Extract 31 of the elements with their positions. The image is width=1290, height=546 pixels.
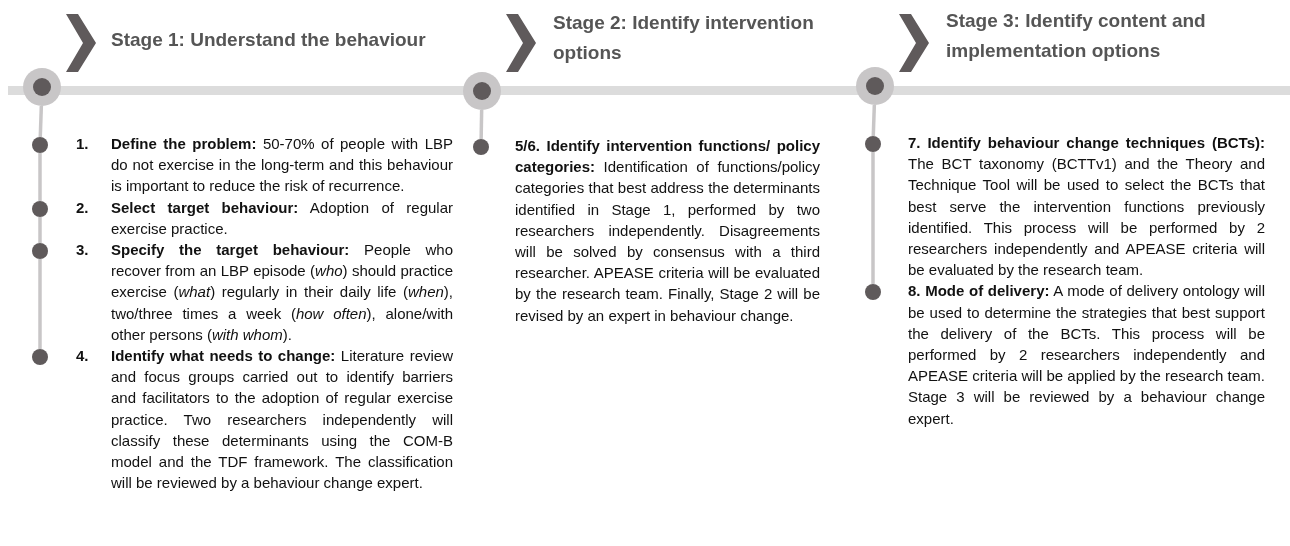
step-dot	[865, 284, 881, 300]
timeline-line	[871, 152, 875, 284]
timeline-line	[479, 109, 484, 140]
step-number: 3.	[76, 240, 90, 260]
step-description: 5/6. Identify intervention functions/ policy categories: Identification of functions/policy categories that best address the determinants identified in Stage 1, performed by two researchers independently. Disagreements will be solved by consensus with a third researcher. APEASE criteria will be evaluated by the research team. Finally, Stage 2 will be revised by an expert in behaviour change.	[515, 136, 820, 326]
stage-heading: Stage 2: Identify intervention options	[553, 8, 853, 68]
timeline-line	[38, 259, 42, 349]
step-description: 7. Identify behaviour change techniques (BCTs): The BCT taxonomy (BCTTv1) and the Theory and Technique Tool will be used to select the BCTs that best serve the intervention functions previously identified. This process will be performed by 2 researchers independently and APEASE criteria will be evaluated by the research team.	[908, 133, 1265, 281]
stage-marker	[463, 72, 501, 110]
timeline-line	[38, 105, 44, 138]
timeline-line	[38, 217, 42, 243]
step-number: 4.	[76, 346, 90, 367]
stage-heading: Stage 1: Understand the behaviour	[111, 25, 451, 55]
step-dot	[32, 137, 48, 153]
stage-marker	[856, 67, 894, 105]
step-dot	[32, 201, 48, 217]
step-description: Identify what needs to change: Literature review and focus groups carried out to identify barriers and facilitators to the adoption of regular exercise practice. Two researchers independently will classify these determinants using the COM-B model and the TDF framework. The classification will be reviewed by a behaviour change expert.	[111, 346, 453, 494]
step-dot	[32, 243, 48, 259]
step-number: 1.	[76, 134, 90, 154]
step-dot	[32, 349, 48, 365]
step-description: Select target behaviour: Adoption of regular exercise practice.	[111, 197, 453, 239]
step-number: 2.	[76, 197, 90, 218]
timeline-line	[38, 153, 42, 201]
step-dot	[473, 139, 489, 155]
timeline-line	[871, 104, 877, 137]
step-description: 8. Mode of delivery: A mode of delivery ontology will be used to determine the strategies that best support the delivery of the BCTs. This process will be performed by 2 researchers independently and APEASE criteria will be applied by the research team. Stage 3 will be reviewed by a behaviour change expert.	[908, 281, 1265, 429]
step-description: Define the problem: 50-70% of people with LBP do not exercise in the long-term and this behaviour is important to reduce the risk of recurrence.	[111, 134, 453, 197]
stage-marker	[23, 68, 61, 106]
step-dot	[865, 136, 881, 152]
step-description: Specify the target behaviour: People who recover from an LBP episode (who) should practice exercise (what) regularly in their daily life (when), two/three times a week (how often), alone/with other persons (with whom).	[111, 240, 453, 345]
stage-heading: Stage 3: Identify content and implementation options	[946, 6, 1266, 66]
